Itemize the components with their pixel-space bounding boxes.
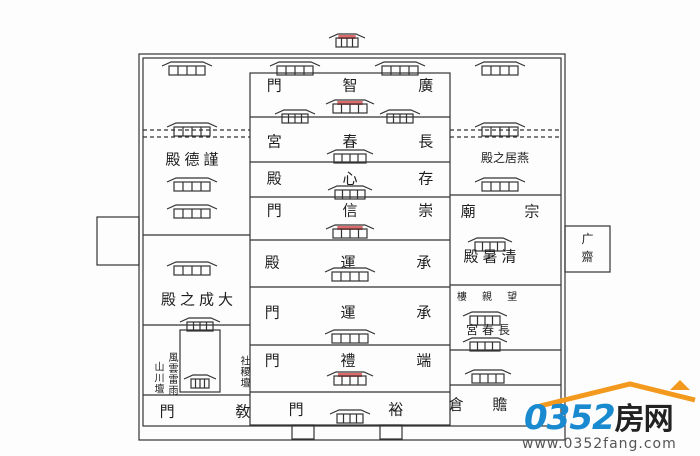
building-21-roof <box>179 317 221 323</box>
building-7-roof <box>166 122 218 128</box>
label-changchun-palace: 宮 春 長 <box>266 132 462 151</box>
building-16-roof <box>324 267 376 273</box>
label-duanli-gate: 門 禮 端 <box>264 351 460 370</box>
label-dacheng-hall: 殿之成大 <box>160 290 238 309</box>
building-0-roof <box>161 61 213 67</box>
building-19-roof <box>324 329 376 335</box>
label-chengyun-hall: 殿 運 承 <box>264 253 460 272</box>
building-2-roof <box>374 61 426 67</box>
label-jinde-hall: 殿德謹 <box>165 150 223 169</box>
logo-url: www.0352fang.com <box>522 436 677 452</box>
building-14-roof <box>325 224 375 230</box>
label-shan-granary: 倉 贍 <box>448 395 520 414</box>
label-east-annex: 广 齋 <box>580 232 594 264</box>
label-yu-gate: 門 裕 <box>288 400 444 419</box>
east-annex <box>564 225 611 273</box>
building-4-red-roof <box>337 101 363 105</box>
label-cunxin-hall: 殿 心 存 <box>266 169 462 188</box>
inner-wall <box>142 57 562 427</box>
watermark-logo: 0352房网 www.0352fang.com <box>520 378 700 456</box>
building-14-red-roof <box>337 226 363 230</box>
south-gate-east-pier <box>379 424 403 440</box>
label-ancestral-temple: 廟 宗 <box>460 202 562 221</box>
logo-digits: 0352 <box>524 398 616 438</box>
building-13-roof <box>166 204 218 210</box>
label-sheji-altar: 社稷壇 <box>238 355 249 389</box>
building-9-roof <box>326 149 374 155</box>
label-shanchuan-altar: 山川壇 <box>152 361 163 395</box>
label-qingshu-hall: 殿暑清 <box>463 247 521 266</box>
label-wangqin-tower: 樓 親 望 <box>456 292 524 303</box>
label-yanju-hall: 殿之居燕 <box>480 151 530 165</box>
building-10-roof <box>166 177 218 183</box>
logo-roof-icon <box>539 380 696 409</box>
building-4-roof <box>325 99 375 105</box>
building-20-roof <box>462 337 508 343</box>
building-25-roof <box>329 409 371 415</box>
label-jiao-gate: 門 敎 <box>159 402 279 421</box>
building-22-roof <box>326 371 374 377</box>
logo-text: 房网 <box>614 402 674 437</box>
building-23-roof <box>464 369 512 375</box>
building-18-roof <box>462 311 508 317</box>
label-changchun-palace-east: 宮春長 <box>465 323 515 337</box>
building-8-roof <box>474 122 526 128</box>
south-gate-west-pier <box>291 424 315 440</box>
top-gate-roof <box>328 33 366 39</box>
label-chongxin-gate: 門 信 崇 <box>266 201 462 220</box>
building-1-roof <box>269 61 321 67</box>
building-12-roof <box>327 185 373 191</box>
building-15-roof <box>467 237 513 243</box>
label-fengyun-leiyu-altar: 風雲雷雨 <box>166 352 177 396</box>
building-6-roof <box>379 109 421 115</box>
building-5-roof <box>274 109 316 115</box>
label-chengyun-gate: 門 運 承 <box>264 303 460 322</box>
building-24-roof <box>183 374 217 380</box>
building-22-red-roof <box>338 373 362 377</box>
label-guangzhi-gate: 門 智 廣 <box>266 76 462 95</box>
building-3-roof <box>474 61 526 67</box>
top-gate-red-roof <box>338 35 356 39</box>
building-11-roof <box>474 177 526 183</box>
building-17-roof <box>166 261 218 267</box>
west-annex <box>96 216 140 266</box>
central-compound <box>249 72 451 426</box>
logo-brand: 0352房网 <box>524 394 674 438</box>
